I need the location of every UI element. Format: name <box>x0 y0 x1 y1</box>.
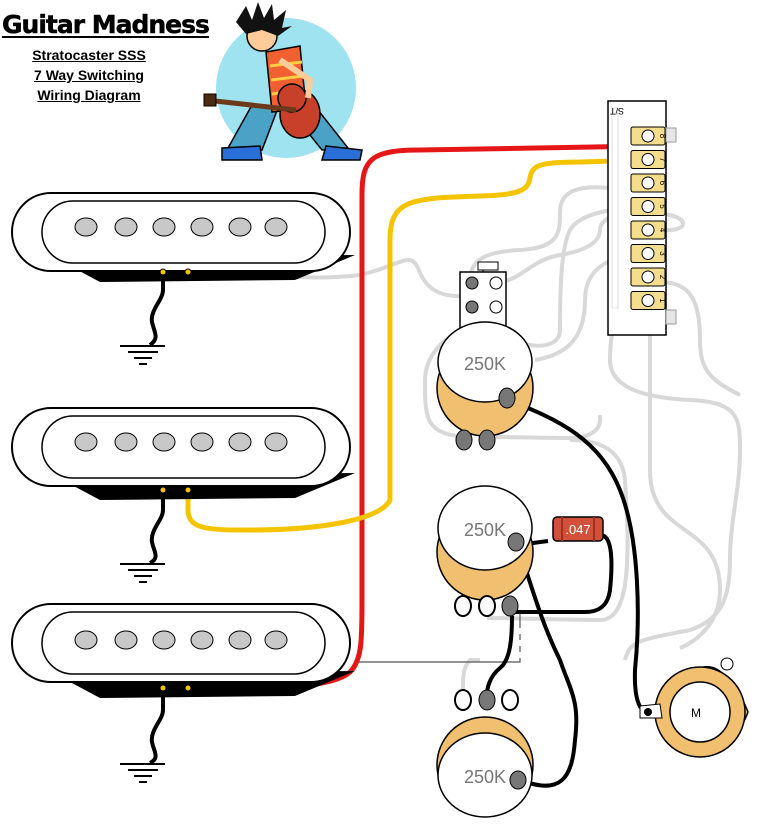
pot-bottom-tone <box>436 689 534 818</box>
ground-symbol-neck <box>120 345 165 365</box>
switch-terminal: 3 <box>630 244 667 263</box>
ground-symbol-middle <box>120 563 165 583</box>
switch-terminal: 1 <box>630 291 667 310</box>
switch-terminal: 7 <box>630 150 667 169</box>
pot-middle-label: 250K <box>464 520 506 540</box>
pickup-middle <box>11 407 355 500</box>
switch-terminal-number: 2 <box>658 275 667 280</box>
switch-terminal: 4 <box>630 220 667 240</box>
capacitor <box>552 516 604 542</box>
pot-top-label: 250K <box>464 354 506 374</box>
switch-terminal-number: 4 <box>658 228 667 233</box>
switch-terminal-number: 5 <box>658 204 667 209</box>
switch-terminal-number: 6 <box>658 181 667 186</box>
pot-top-volume <box>436 321 534 451</box>
title-line-1: Stratocaster SSS <box>32 47 146 63</box>
output-jack <box>639 657 749 758</box>
jack-label: M <box>691 706 701 720</box>
pickup-neck <box>11 192 355 282</box>
switch-lugs: 8 7 6 5 4 3 2 1 <box>630 126 667 310</box>
switch-terminal: 6 <box>630 173 667 193</box>
ground-bus-wire <box>355 610 521 663</box>
switch-terminal: 5 <box>630 197 667 216</box>
switch-terminal-number: 1 <box>658 298 667 303</box>
switch-terminal-number: 7 <box>658 157 667 162</box>
switch-terminal: 2 <box>630 267 667 287</box>
title-line-3: Wiring Diagram <box>37 87 141 103</box>
mascot-illustration <box>203 2 363 161</box>
yellow-wire <box>185 157 651 533</box>
ground-symbol-bridge <box>120 763 165 783</box>
switch-terminal-number: 8 <box>658 134 667 139</box>
pickup-bridge <box>11 603 355 698</box>
switch-label: S/T <box>609 106 624 116</box>
switch-terminal: 8 <box>630 126 667 146</box>
pot-bottom-label: 250K <box>464 767 506 787</box>
title-line-2: 7 Way Switching <box>34 67 144 83</box>
brand-logo: Guitar Madness <box>2 10 210 40</box>
pot-middle-tone <box>436 485 534 617</box>
switch-terminal-number: 3 <box>658 251 667 256</box>
capacitor-label: .047 <box>565 522 590 537</box>
